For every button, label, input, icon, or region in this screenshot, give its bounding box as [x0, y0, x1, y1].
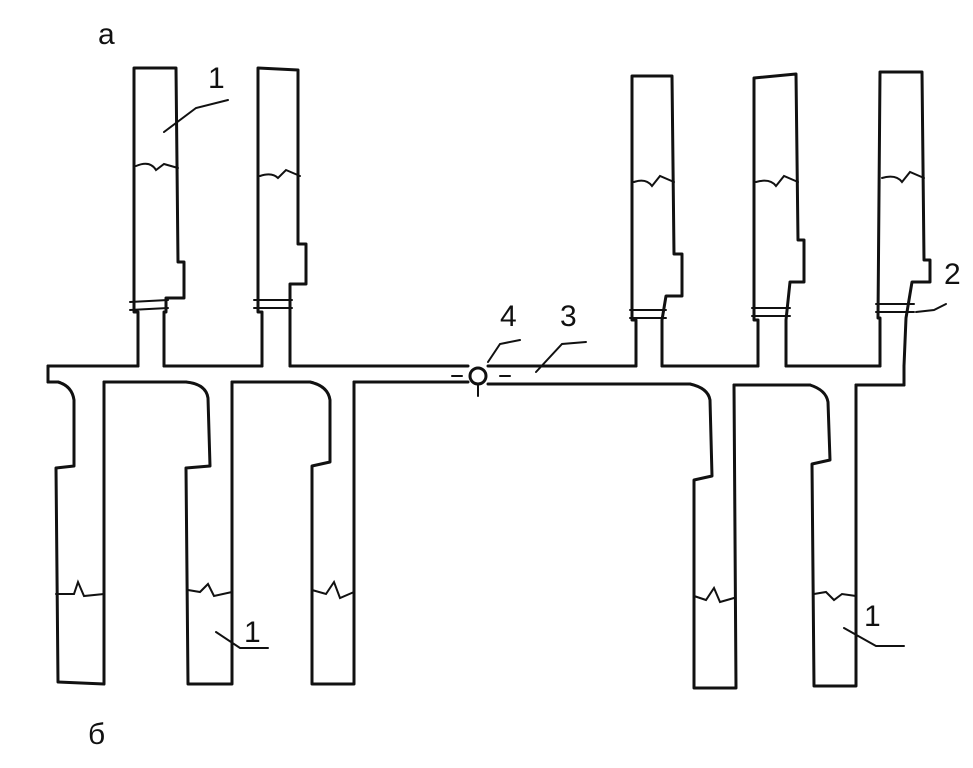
- panel-a-label: а: [98, 18, 115, 51]
- upper-pipe-2: [253, 66, 308, 368]
- pipe-label-bottom-right: 1: [864, 600, 881, 633]
- lower-pipe-1: [54, 380, 106, 686]
- lower-pipe-3: [308, 380, 356, 686]
- pipe-label-top-left: 1: [208, 62, 225, 95]
- clamp-label: 2: [944, 258, 961, 291]
- lower-pipe-5: [808, 383, 858, 688]
- lower-pipe-4: [688, 382, 738, 690]
- valve-label: 4: [500, 300, 517, 333]
- panel-b-label: б: [88, 718, 105, 751]
- manifold-label: 3: [560, 300, 577, 333]
- upper-pipe-3: [629, 74, 684, 368]
- pipe-label-bottom-left: 1: [244, 616, 261, 649]
- upper-pipe-1: [129, 66, 186, 368]
- main-manifold: [46, 364, 906, 387]
- upper-pipe-5: [875, 70, 932, 368]
- upper-pipe-4: [751, 72, 806, 368]
- lower-pipe-2: [184, 380, 234, 686]
- leader-lines: [163, 99, 947, 649]
- valve-icon: [451, 366, 511, 397]
